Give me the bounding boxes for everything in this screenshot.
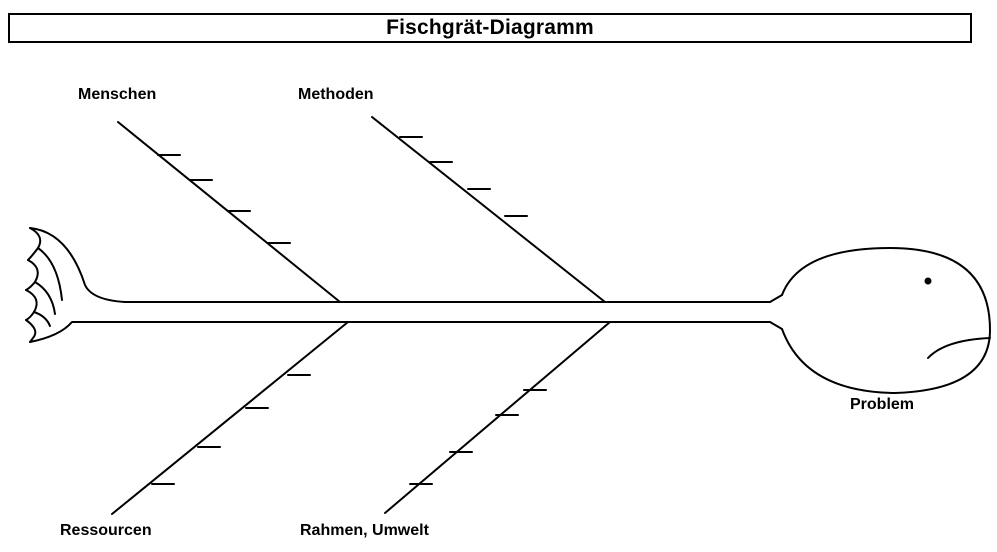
effect-label-problem: Problem: [850, 396, 915, 413]
category-label-ressourcen: Ressourcen: [60, 522, 152, 539]
bone-menschen: [117, 121, 341, 303]
category-label-menschen: Menschen: [78, 86, 157, 103]
diagram-title: Fischgrät-Diagramm: [8, 13, 972, 43]
fish-head: [781, 247, 991, 394]
fish-spine: [124, 294, 783, 330]
category-label-rahmen-umwelt: Rahmen, Umwelt: [300, 522, 429, 539]
category-label-methoden: Methoden: [298, 86, 374, 103]
bone-ressourcen: [111, 321, 349, 515]
fish-tail: [25, 227, 126, 343]
bone-rahmen-umwelt: [384, 321, 611, 514]
fish-eye: [924, 277, 932, 285]
diagram-title-text: Fischgrät-Diagramm: [386, 16, 594, 39]
bone-methoden: [371, 116, 606, 303]
